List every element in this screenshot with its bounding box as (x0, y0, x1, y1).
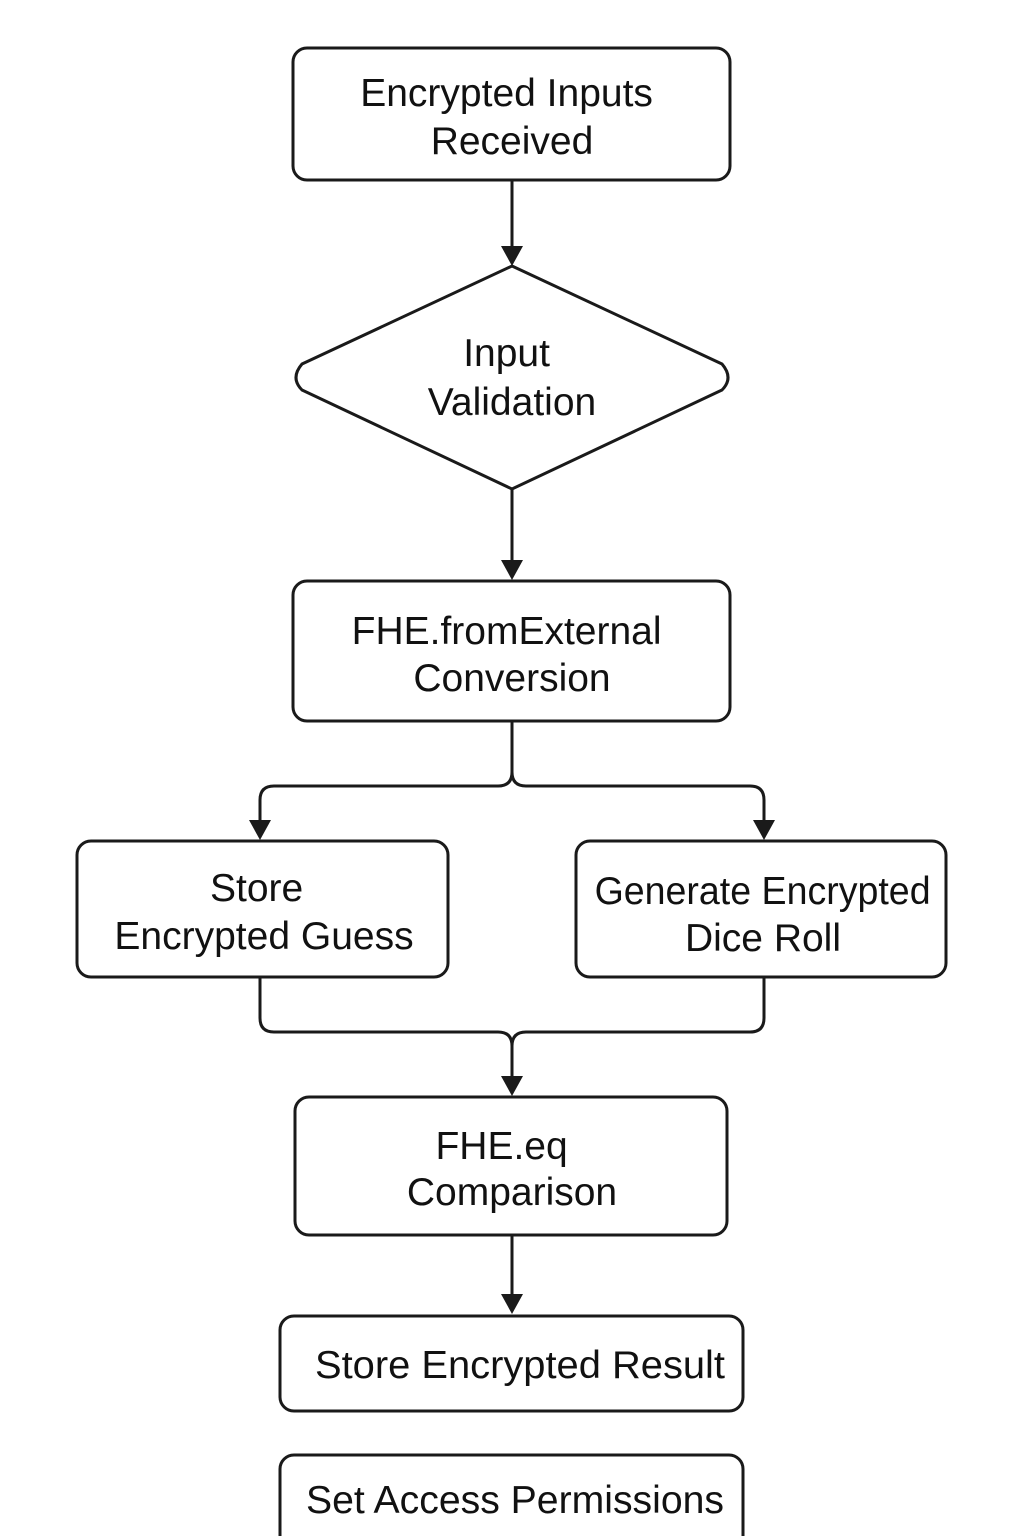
connectors (249, 179, 775, 1314)
connector-merge (258, 976, 514, 1078)
node-label-line2: Dice Roll (685, 917, 841, 960)
node-store-encrypted-guess: Store Encrypted Guess (75, 839, 450, 979)
node-box (574, 839, 948, 979)
node-box (291, 579, 732, 723)
arrowhead-store-guess (249, 820, 271, 840)
arrowhead-result (501, 1294, 523, 1314)
node-box (278, 1453, 745, 1536)
node-set-access-permissions: Set Access Permissions (278, 1453, 745, 1536)
node-box (293, 1095, 729, 1237)
node-label-line1: Store Encrypted Result (315, 1344, 725, 1387)
node-label: Store Encrypted Guess (114, 867, 413, 958)
node-box (75, 839, 450, 979)
node-label-line1: Input (463, 332, 550, 375)
node-label-line1: Store (210, 867, 303, 910)
node-label: Encrypted Inputs Received (360, 72, 664, 163)
node-label: FHE.eq Comparison (407, 1125, 617, 1214)
decision-input-validation: Input Validation (294, 264, 730, 491)
arrowhead-validation (501, 246, 523, 266)
node-label: Store Encrypted Result (315, 1344, 725, 1387)
node-label: Set Access Permissions (306, 1479, 724, 1522)
node-label-line1: Generate Encrypted (595, 870, 931, 913)
arrowhead-generate-roll (753, 820, 775, 840)
node-label-line2: Validation (428, 381, 596, 424)
decision-diamond (294, 264, 730, 491)
connector-merge-right (510, 976, 766, 1048)
node-label: FHE.fromExternal Conversion (352, 610, 673, 700)
node-label-line1: FHE.eq (435, 1125, 567, 1168)
arrowhead-comparison (501, 1076, 523, 1096)
node-label-line1: Encrypted Inputs (360, 72, 653, 115)
node-fhe-eq-comparison: FHE.eq Comparison (293, 1095, 729, 1237)
node-label-line1: FHE.fromExternal (352, 610, 662, 653)
node-box (278, 1314, 745, 1413)
node-label-line2: Encrypted Guess (114, 915, 413, 958)
node-box (291, 46, 732, 182)
connector-split-right (510, 770, 766, 822)
node-label: Input Validation (428, 332, 596, 424)
node-label-line1: Set Access Permissions (306, 1479, 724, 1522)
node-fhe-from-external-conversion: FHE.fromExternal Conversion (291, 579, 732, 723)
node-label: Generate Encrypted Dice Roll (595, 870, 942, 960)
node-store-encrypted-result: Store Encrypted Result (278, 1314, 745, 1413)
node-label-line2: Conversion (413, 657, 610, 700)
node-encrypted-inputs-received: Encrypted Inputs Received (291, 46, 732, 182)
node-label-line2: Received (431, 120, 594, 163)
node-generate-encrypted-dice-roll: Generate Encrypted Dice Roll (574, 839, 948, 979)
connector-split (258, 720, 514, 822)
node-label-line2: Comparison (407, 1171, 617, 1214)
arrowhead-conversion (501, 560, 523, 580)
